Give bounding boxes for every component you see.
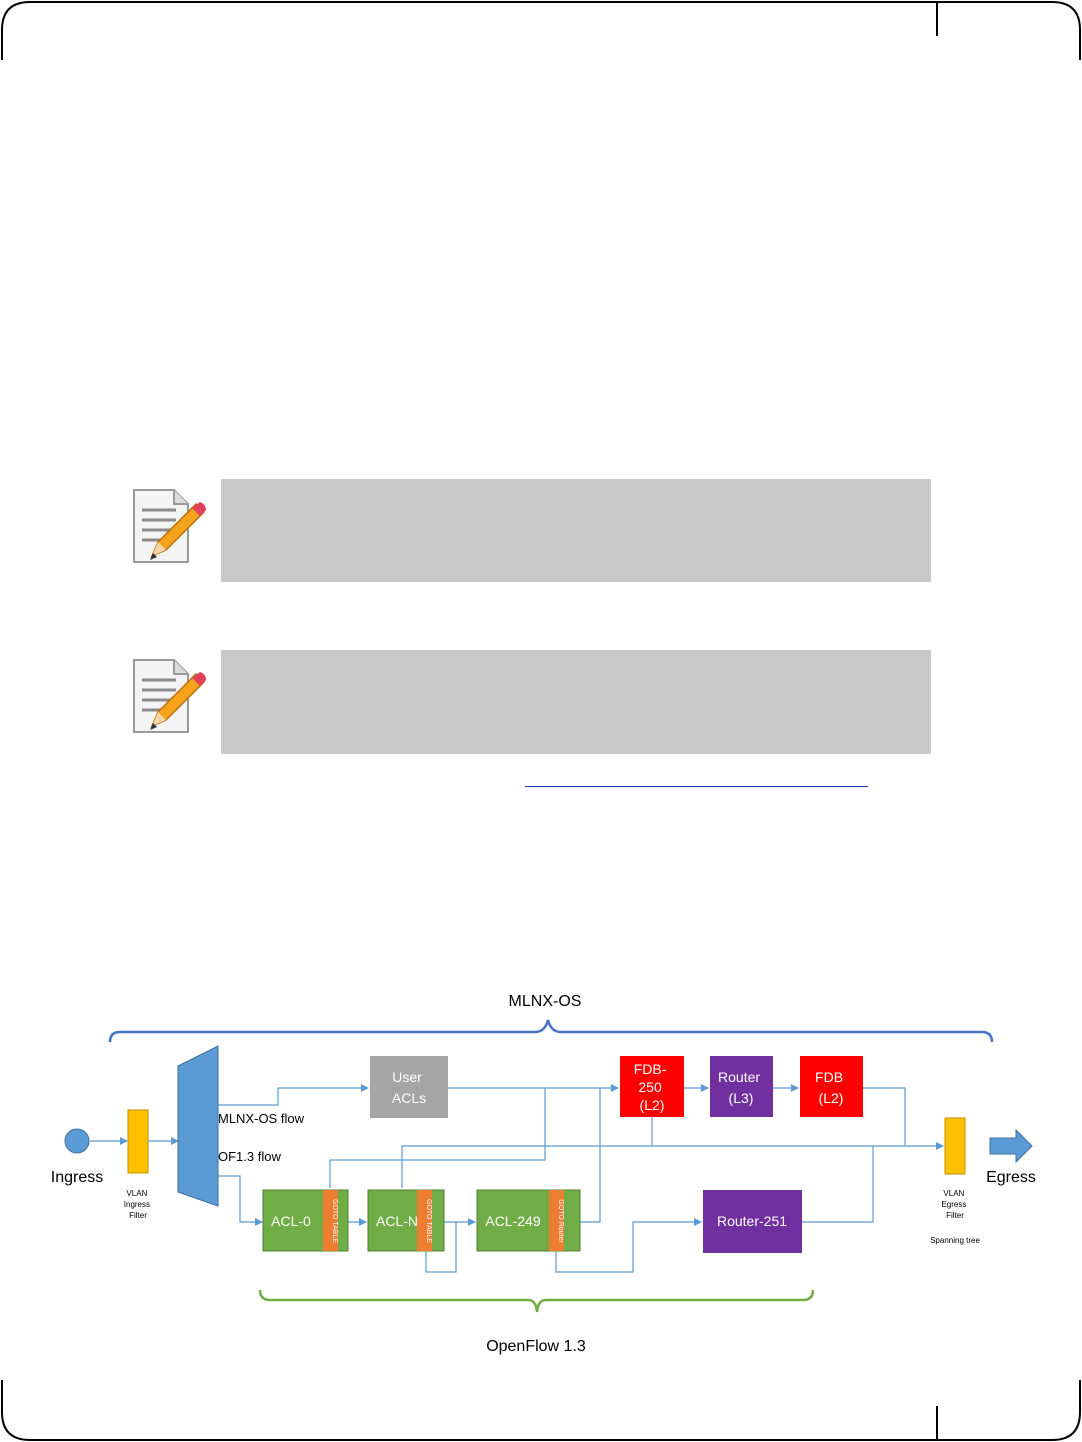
brace-top-label: MLNX-OS [509, 993, 582, 1010]
vlan-egress-filter [944, 1117, 966, 1175]
router-251-label: Router-251 [717, 1213, 787, 1229]
ingress-filter-label: VLAN Ingress Filter [124, 1189, 152, 1220]
openflow-pipeline-diagram: MLNX-OS OpenFlow 1.3 [51, 993, 1036, 1355]
acl-n-goto-label: GOTO TABLE [425, 1199, 432, 1243]
router-l3-box [710, 1056, 773, 1117]
router-l3-label: Router (L3) [718, 1069, 764, 1106]
ingress-node [64, 1128, 90, 1154]
fdb-250-box [620, 1056, 684, 1117]
acl-249-label: ACL-249 [485, 1213, 540, 1229]
vlan-ingress-filter [127, 1109, 149, 1174]
note-pencil-icon [130, 656, 208, 736]
acl-0-goto-label: GOTO TABLE [331, 1199, 338, 1243]
fdb-l2-label: FDB (L2) [815, 1069, 847, 1106]
egress-filter-label: VLAN Egress Filter [941, 1189, 968, 1220]
acl-0-label: ACL-0 [271, 1213, 311, 1229]
user-acls-box [370, 1056, 448, 1118]
brace-bottom [258, 1289, 815, 1313]
fdb-250-label: FDB- 250 (L2) [634, 1061, 671, 1113]
spanning-tree-label: Spanning tree [930, 1236, 980, 1245]
user-acls-label: User ACLs [392, 1069, 426, 1106]
acl-n-goto [417, 1190, 432, 1251]
egress-arrow-icon [989, 1128, 1033, 1164]
page-frame-bottom [1, 1380, 1081, 1441]
mlnx-flow-label: MLNX-OS flow [218, 1111, 305, 1126]
note-box-1 [221, 479, 931, 582]
page-frame-top [1, 1, 1081, 60]
acl-n-label: ACL-N [376, 1213, 418, 1229]
acl-249-goto-label: GOTO Router [557, 1199, 564, 1243]
brace-bottom-label: OpenFlow 1.3 [486, 1338, 586, 1355]
fdb-l2-box [800, 1056, 863, 1117]
of-flow-label: OF1.3 flow [218, 1149, 281, 1164]
hyperlink-underline[interactable] [525, 786, 868, 787]
note-pencil-icon [130, 486, 208, 566]
egress-label: Egress [986, 1169, 1036, 1186]
note-box-2 [221, 650, 931, 754]
ingress-label: Ingress [51, 1169, 103, 1186]
brace-top [108, 1019, 994, 1043]
flow-selector-mux [177, 1045, 219, 1207]
router-251-box [703, 1190, 802, 1253]
acl-249-goto [549, 1190, 564, 1251]
acl-0-goto [323, 1190, 338, 1251]
flow-lines [90, 1084, 944, 1273]
